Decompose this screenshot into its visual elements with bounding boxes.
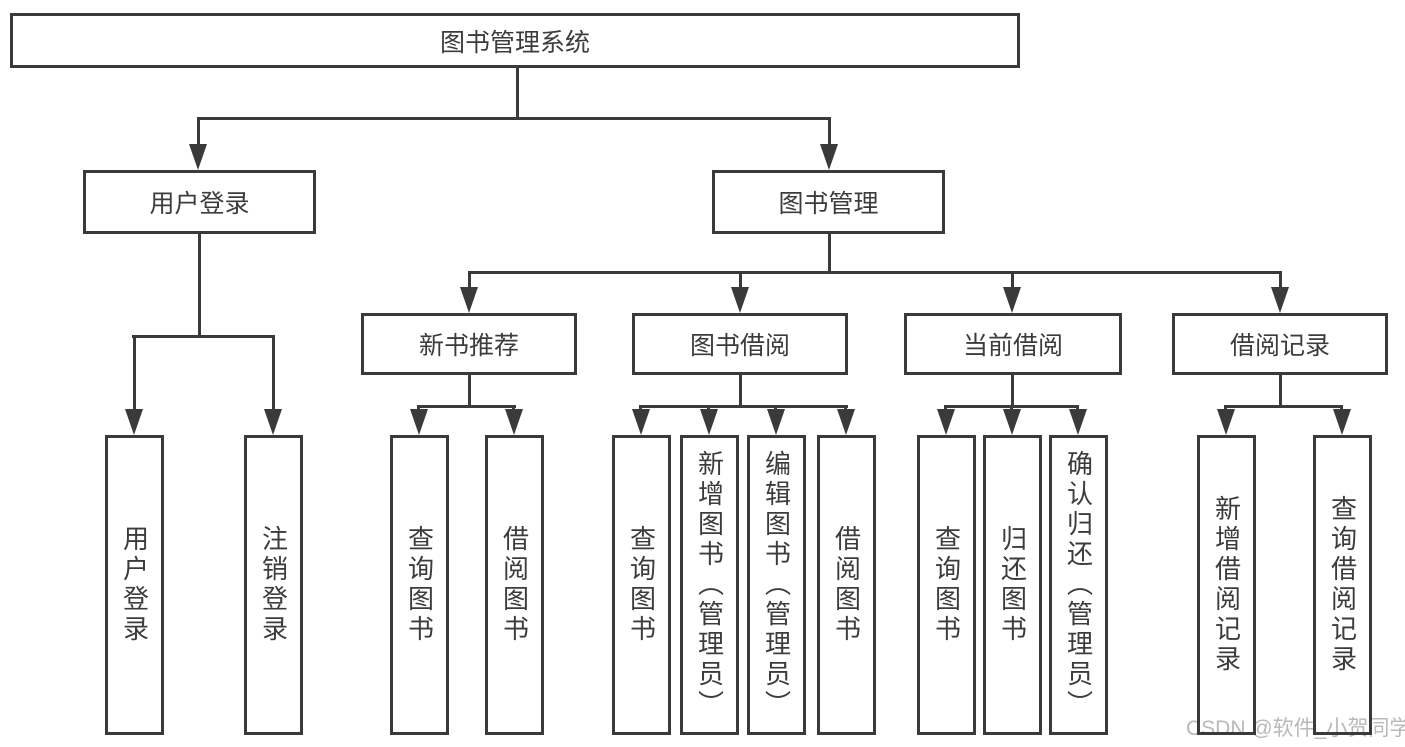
node-book-management: 图书管理	[712, 170, 945, 234]
connector-line	[1011, 271, 1014, 291]
arrow-down-icon	[820, 144, 838, 170]
arrow-down-icon	[1217, 409, 1235, 435]
node-current-borrow: 当前借阅	[904, 313, 1122, 375]
connector-line	[516, 66, 519, 120]
leaf-query-books-current: 查询图书	[917, 435, 976, 735]
leaf-user-login: 用户登录	[105, 435, 164, 735]
arrow-down-icon	[460, 287, 478, 313]
connector-line	[197, 117, 831, 120]
leaf-add-book-admin: 新增图书（管理员）	[680, 435, 739, 735]
connector-line	[468, 375, 471, 408]
connector-line	[1279, 375, 1282, 408]
leaf-query-books-borrow: 查询图书	[612, 435, 671, 735]
connector-line	[272, 335, 275, 411]
arrow-down-icon	[189, 144, 207, 170]
node-root-system: 图书管理系统	[10, 13, 1020, 68]
leaf-logout: 注销登录	[244, 435, 303, 735]
leaf-return-book: 归还图书	[983, 435, 1042, 735]
arrow-down-icon	[505, 409, 523, 435]
arrow-down-icon	[1271, 287, 1289, 313]
arrow-down-icon	[1069, 409, 1087, 435]
leaf-confirm-return-admin: 确认归还（管理员）	[1049, 435, 1108, 735]
connector-line	[739, 375, 742, 408]
connector-line	[1279, 271, 1282, 291]
leaf-edit-book-admin: 编辑图书（管理员）	[747, 435, 806, 735]
connector-line	[1224, 405, 1343, 408]
arrow-down-icon	[410, 409, 428, 435]
leaf-borrow-books-recommend: 借阅图书	[485, 435, 544, 735]
connector-line	[1011, 375, 1014, 408]
leaf-query-borrow-record: 查询借阅记录	[1313, 435, 1372, 735]
arrow-down-icon	[264, 409, 282, 435]
arrow-down-icon	[1003, 287, 1021, 313]
node-user-login-group: 用户登录	[83, 170, 316, 234]
arrow-down-icon	[1003, 409, 1021, 435]
connector-line	[197, 117, 200, 147]
connector-line	[133, 335, 136, 411]
arrow-down-icon	[700, 409, 718, 435]
node-new-book-recommend: 新书推荐	[361, 313, 577, 375]
leaf-query-books-recommend: 查询图书	[390, 435, 449, 735]
connector-line	[828, 117, 831, 147]
node-root-label: 图书管理系统	[439, 28, 590, 57]
csdn-watermark: CSDN @软件_小贺同学	[1186, 717, 1405, 740]
arrow-down-icon	[937, 409, 955, 435]
connector-line	[418, 405, 516, 408]
connector-line	[828, 234, 831, 274]
arrow-down-icon	[837, 409, 855, 435]
arrow-down-icon	[1333, 409, 1351, 435]
connector-line	[132, 335, 274, 338]
node-book-borrow: 图书借阅	[632, 313, 848, 375]
leaf-borrow-books: 借阅图书	[817, 435, 876, 735]
arrow-down-icon	[767, 409, 785, 435]
arrow-down-icon	[125, 409, 143, 435]
connector-line	[468, 271, 471, 291]
arrow-down-icon	[731, 287, 749, 313]
connector-line	[739, 271, 742, 291]
arrow-down-icon	[632, 409, 650, 435]
connector-line	[468, 271, 1282, 274]
node-borrow-records: 借阅记录	[1172, 313, 1388, 375]
connector-line	[640, 405, 848, 408]
connector-line	[198, 234, 201, 338]
leaf-add-borrow-record: 新增借阅记录	[1197, 435, 1256, 735]
